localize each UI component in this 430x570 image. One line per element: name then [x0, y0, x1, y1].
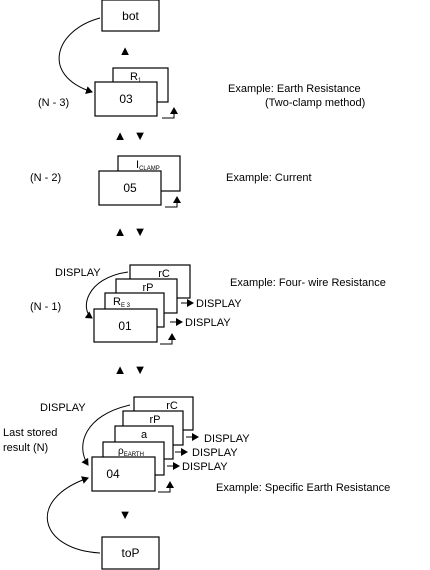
screen-03: [94, 81, 158, 117]
display-right-n-c: DISPLAY: [182, 461, 228, 473]
bottom-box-label: toP: [121, 546, 139, 560]
group-n-2: (N - 2) ICLAMP 05 Example: Current: [30, 155, 312, 208]
down-arrow-4: ▼: [134, 362, 147, 377]
tab-a-n: a: [141, 429, 148, 441]
example-n: Example: Specific Earth Resistance: [216, 482, 390, 494]
group-n-1: DISPLAY (N - 1) rC rP RE 3 01 DISPLAY DI…: [30, 264, 386, 345]
tab-rho-earth: ρEARTH: [118, 446, 144, 458]
return-arrow-bottom: [46, 476, 101, 554]
example-n-1: Example: Four- wire Resistance: [230, 277, 386, 289]
display-label-n: DISPLAY: [40, 402, 86, 414]
example-n-3: Example: Earth Resistance: [228, 83, 361, 95]
top-box-label: bot: [122, 9, 139, 23]
display-right-n-b: DISPLAY: [192, 447, 238, 459]
step-label-n-3: (N - 3): [38, 97, 69, 109]
screen-05-value: 05: [123, 181, 137, 195]
screen-01: [93, 308, 158, 343]
display-right-n-1-b: DISPLAY: [185, 317, 231, 329]
screen-03-value: 03: [119, 92, 133, 106]
step-label-n-2: (N - 2): [30, 172, 61, 184]
down-arrow-3: ▼: [134, 224, 147, 239]
tab-r1: R1: [130, 71, 142, 84]
up-arrow-3: ▲: [114, 224, 127, 239]
return-arrow-top: [58, 17, 101, 94]
display-right-n-a: DISPLAY: [204, 433, 250, 445]
screen-05: [98, 170, 162, 206]
display-right-n-1-a: DISPLAY: [196, 298, 242, 310]
screen-04: [91, 456, 156, 492]
step-label-n-line1: Last stored: [3, 427, 57, 439]
step-label-n-1: (N - 1): [30, 301, 61, 313]
up-arrow-4: ▲: [114, 362, 127, 377]
up-arrow-1: ▲: [119, 43, 132, 58]
tab-iclamp: ICLAMP: [136, 159, 160, 172]
up-arrow-2: ▲: [114, 128, 127, 143]
down-arrow-2: ▼: [134, 128, 147, 143]
tab-rp-n-1: rP: [143, 282, 154, 294]
tab-rc-n-1: rC: [158, 268, 170, 280]
screen-01-value: 01: [118, 319, 132, 333]
example-n-3-note: (Two-clamp method): [265, 97, 365, 109]
group-n-3: (N - 3) R1 03 Example: Earth Resistance …: [38, 67, 365, 119]
tab-rp-n: rP: [150, 414, 161, 426]
group-n: DISPLAY Last stored result (N) rC rP a ρ…: [3, 396, 390, 494]
example-n-2: Example: Current: [226, 172, 312, 184]
down-arrow-5: ▼: [119, 507, 132, 522]
display-label-n-1: DISPLAY: [55, 267, 101, 279]
bottom-box: toP: [101, 536, 160, 570]
top-box: bot: [101, 0, 160, 32]
tab-re3: RE 3: [113, 296, 131, 309]
screen-04-value: 04: [106, 467, 120, 481]
tab-rc-n: rC: [166, 400, 178, 412]
step-label-n-line2: result (N): [3, 442, 48, 454]
